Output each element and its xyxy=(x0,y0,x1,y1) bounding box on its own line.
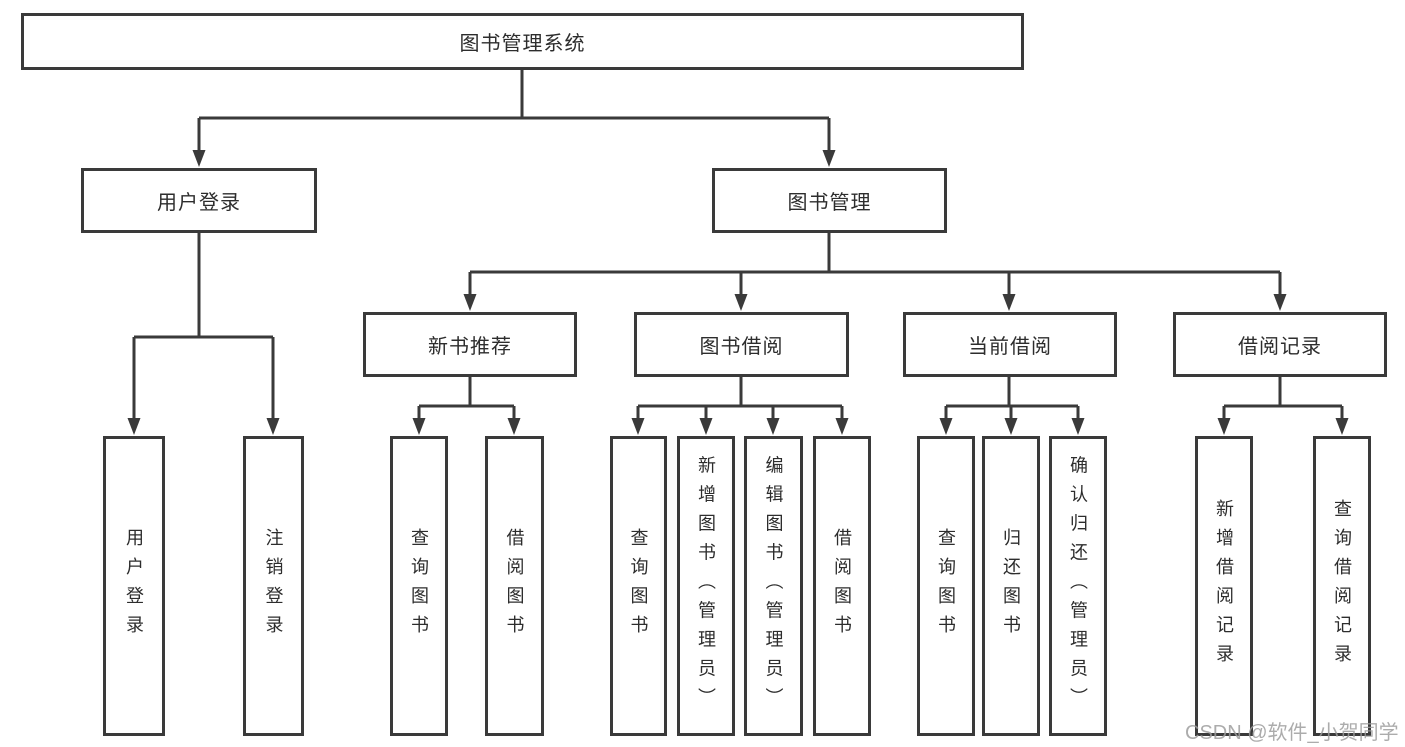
node-label: 当前借阅 xyxy=(968,336,1052,358)
leaf-edit-book-admin: 编辑图书（管理员） xyxy=(744,436,803,736)
leaf-add-borrow-record: 新增借阅记录 xyxy=(1195,436,1253,736)
leaf-borrow-book-recommend: 借阅图书 xyxy=(485,436,544,736)
node-user-login-branch: 用户登录 xyxy=(81,168,317,233)
node-new-book-recommend: 新书推荐 xyxy=(363,312,577,377)
node-book-management-branch: 图书管理 xyxy=(712,168,947,233)
node-label: 用户登录 xyxy=(157,192,241,214)
leaf-label: 借阅图书 xyxy=(504,528,525,644)
leaf-borrow-book: 借阅图书 xyxy=(813,436,871,736)
leaf-user-login: 用户登录 xyxy=(103,436,165,736)
leaf-query-book-borrow: 查询图书 xyxy=(610,436,667,736)
node-label: 新书推荐 xyxy=(428,336,512,358)
leaf-label: 查询图书 xyxy=(936,528,956,644)
leaf-label: 用户登录 xyxy=(124,528,144,644)
leaf-label: 新增图书（管理员） xyxy=(696,455,716,717)
node-borrowing-records: 借阅记录 xyxy=(1173,312,1387,377)
node-label: 图书管理系统 xyxy=(459,33,586,55)
leaf-label: 确认归还（管理员） xyxy=(1068,455,1088,717)
leaf-label: 新增借阅记录 xyxy=(1214,499,1234,673)
leaf-label: 借阅图书 xyxy=(832,528,852,644)
leaf-add-book-admin: 新增图书（管理员） xyxy=(677,436,735,736)
leaf-label: 查询借阅记录 xyxy=(1332,499,1352,673)
leaf-label: 注销登录 xyxy=(263,528,284,644)
leaf-query-book-current: 查询图书 xyxy=(917,436,975,736)
node-book-borrowing: 图书借阅 xyxy=(634,312,849,377)
node-label: 借阅记录 xyxy=(1238,336,1322,358)
node-label: 图书借阅 xyxy=(699,336,784,358)
node-current-borrowing: 当前借阅 xyxy=(903,312,1117,377)
leaf-label: 编辑图书（管理员） xyxy=(763,455,784,717)
leaf-label: 归还图书 xyxy=(1001,528,1021,644)
node-library-system-root: 图书管理系统 xyxy=(21,13,1024,70)
leaf-return-book: 归还图书 xyxy=(982,436,1040,736)
leaf-label: 查询图书 xyxy=(409,528,429,644)
leaf-query-book-recommend: 查询图书 xyxy=(390,436,448,736)
leaf-confirm-return-admin: 确认归还（管理员） xyxy=(1049,436,1107,736)
leaf-label: 查询图书 xyxy=(628,528,649,644)
leaf-logout-login: 注销登录 xyxy=(243,436,304,736)
leaf-query-borrow-record: 查询借阅记录 xyxy=(1313,436,1371,736)
node-label: 图书管理 xyxy=(787,192,872,214)
